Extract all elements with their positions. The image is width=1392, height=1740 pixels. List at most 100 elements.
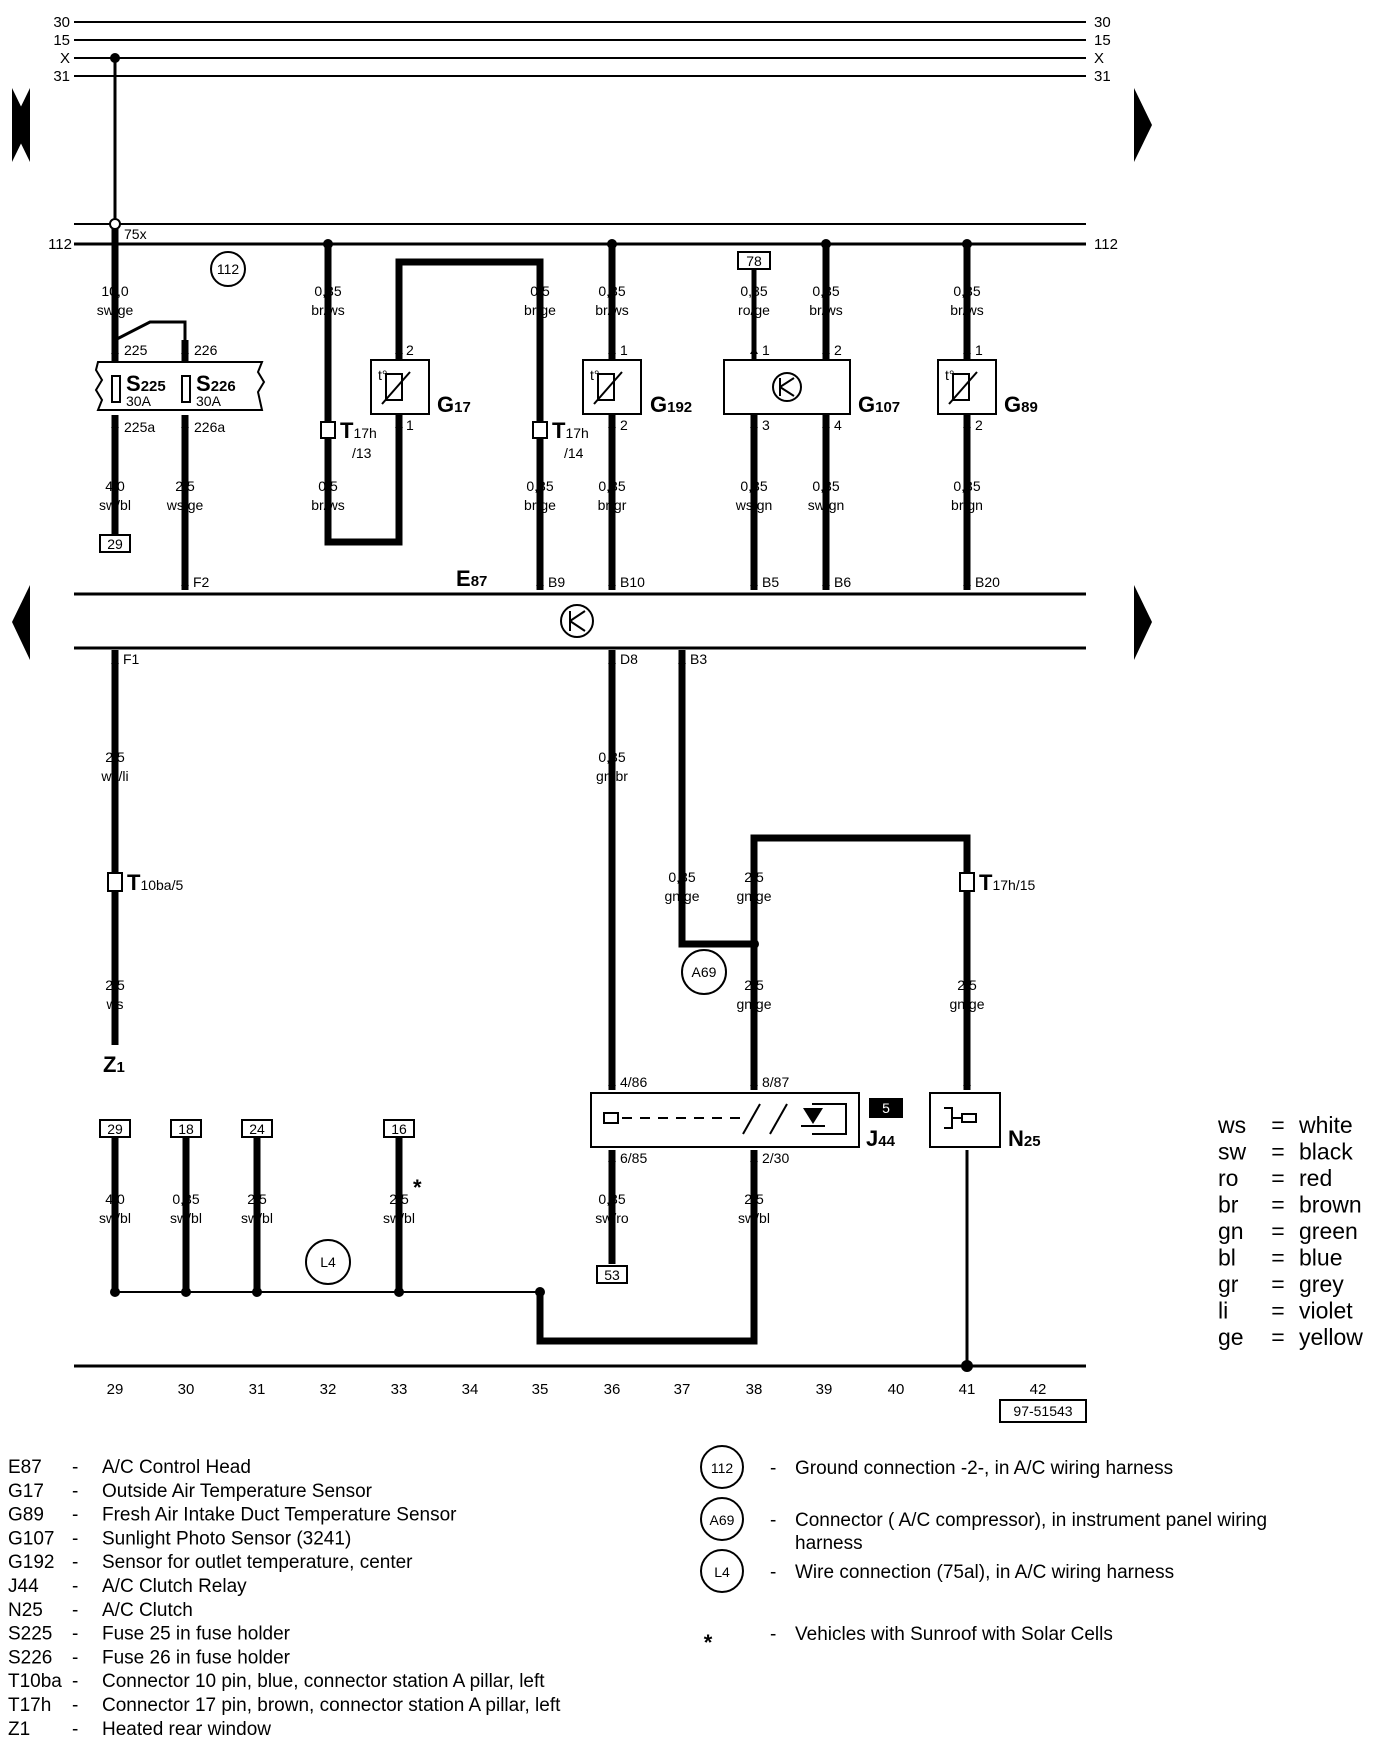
connector-a69-label: A69 (692, 964, 717, 980)
e87-pin-d8: D8 (620, 651, 638, 667)
t17h14-pin: /14 (564, 445, 584, 461)
page-next-arrow-mid[interactable] (1134, 585, 1152, 660)
g89-label: G89 (1004, 392, 1038, 417)
legend-dash: - (72, 1719, 78, 1740)
ruler-tick: 35 (532, 1381, 549, 1398)
rail-112-label-left: 112 (48, 236, 72, 253)
wire-label: 0,35 (812, 478, 839, 494)
pin-arrow (181, 579, 189, 586)
pin-226a: 226a (194, 419, 225, 435)
n25-clutch (929, 1092, 1001, 1148)
wire-connection-l4-label: L4 (320, 1254, 336, 1270)
ref-box-24 (241, 1119, 273, 1138)
pin-arrow (608, 579, 616, 586)
wire-label: 2,5 (105, 977, 125, 993)
color-code: sw (1218, 1139, 1247, 1165)
e87-pin-b3: B3 (690, 651, 707, 667)
legend-code: N25 (8, 1600, 43, 1621)
color-code: ws (1217, 1112, 1246, 1138)
pin-arrow (963, 1079, 971, 1086)
pin-arrow (750, 579, 758, 586)
e87-pin-b9: B9 (548, 574, 565, 590)
wire-label: 0,35 (953, 478, 980, 494)
color-name: black (1299, 1139, 1353, 1165)
rail-30-label-left: 30 (53, 14, 70, 31)
wire-label: 0,5 (530, 283, 550, 299)
t17h14-label: T17h (552, 418, 589, 443)
g107-pin-2: 2 (834, 342, 842, 358)
e87-label: E87 (456, 566, 487, 591)
page-prev-arrow-top-shape[interactable] (12, 88, 30, 162)
wire-label: gn/br (596, 768, 628, 784)
wire-label: 2,5 (105, 749, 125, 765)
ref-box-53-label: 53 (604, 1267, 620, 1283)
wire-label: br/ws (950, 302, 983, 318)
fuse-block (94, 361, 266, 411)
t17h13-label: T17h (340, 418, 377, 443)
top-rails (74, 21, 1086, 246)
t17h13-pin: /13 (352, 445, 372, 461)
wire-label: 0,35 (172, 1191, 199, 1207)
sunroof-asterisk: * (413, 1175, 422, 1200)
wire-label: 0,35 (740, 478, 767, 494)
photo-sensor-icon (772, 372, 802, 402)
color-legend: ws=whitesw=blackro=redbr=browngn=greenbl… (1217, 1112, 1363, 1350)
connector-t17h13-icon (320, 421, 336, 439)
tap-75x-node (109, 218, 121, 230)
legend-symbol: L4 (714, 1564, 730, 1580)
wire-label: br/gr (598, 497, 627, 513)
pin-arrow (822, 347, 830, 354)
legend-description: Connector 10 pin, blue, connector statio… (102, 1671, 545, 1692)
pin-arrow (111, 657, 119, 664)
legend-description: Connector ( A/C compressor), in instrume… (795, 1510, 1267, 1531)
legend-code: T10ba (8, 1671, 62, 1692)
wire-label: 2,5 (247, 1191, 267, 1207)
wire-label: gn/ge (664, 888, 699, 904)
wire-label: sw/gn (808, 497, 845, 513)
color-name: yellow (1299, 1324, 1363, 1350)
legend-code: S225 (8, 1624, 52, 1645)
ref-box-24-label: 24 (249, 1121, 265, 1137)
color-name: red (1299, 1165, 1332, 1191)
legend-symbol: A69 (710, 1512, 735, 1528)
legend-description: Vehicles with Sunroof with Solar Cells (795, 1624, 1113, 1645)
color-equals: = (1271, 1218, 1284, 1244)
legend-symbol: 112 (711, 1460, 734, 1476)
e87-pin-b10: B10 (620, 574, 645, 590)
g17-label: G17 (437, 392, 471, 417)
wire-label: sw/bl (170, 1210, 202, 1226)
color-code: gr (1218, 1271, 1239, 1297)
legend-symbol-circle (700, 1497, 744, 1541)
pin-arrow (181, 421, 189, 428)
ruler-tick: 34 (462, 1381, 479, 1398)
ruler-tick: 40 (888, 1381, 905, 1398)
wire-label: br/ge (524, 302, 556, 318)
ruler-tick: 31 (249, 1381, 266, 1398)
e87-pin-f1: F1 (123, 651, 140, 667)
wire-label: br/ws (595, 302, 628, 318)
color-equals: = (1271, 1245, 1284, 1271)
connector-t10ba5-icon (107, 872, 123, 892)
pin-arrow (395, 421, 403, 428)
g89-pin-1: 1 (975, 342, 983, 358)
legend-dash: - (770, 1562, 776, 1583)
color-name: blue (1299, 1245, 1342, 1271)
legend-description: Connector 17 pin, brown, connector stati… (102, 1695, 561, 1716)
ground-112-circle (210, 251, 246, 287)
g107-label: G107 (858, 392, 900, 417)
page-next-arrow-top[interactable] (1134, 88, 1152, 162)
legend-description: A/C Clutch Relay (102, 1576, 247, 1597)
legend-dash: - (72, 1647, 78, 1668)
pin-arrow (750, 347, 758, 354)
rail-x-label-left: X (60, 50, 70, 67)
ref-box-29 (99, 1119, 131, 1138)
legend-description: A/C Clutch (102, 1600, 193, 1621)
wires (111, 58, 971, 1366)
pin-arrow (111, 421, 119, 428)
legend-dash: - (770, 1458, 776, 1479)
ref-box-78-label: 78 (746, 253, 762, 269)
page-prev-arrow-mid[interactable] (12, 585, 30, 660)
color-equals: = (1271, 1298, 1284, 1324)
wire-label: 4,0 (105, 478, 125, 494)
legend-dash: - (72, 1457, 78, 1478)
